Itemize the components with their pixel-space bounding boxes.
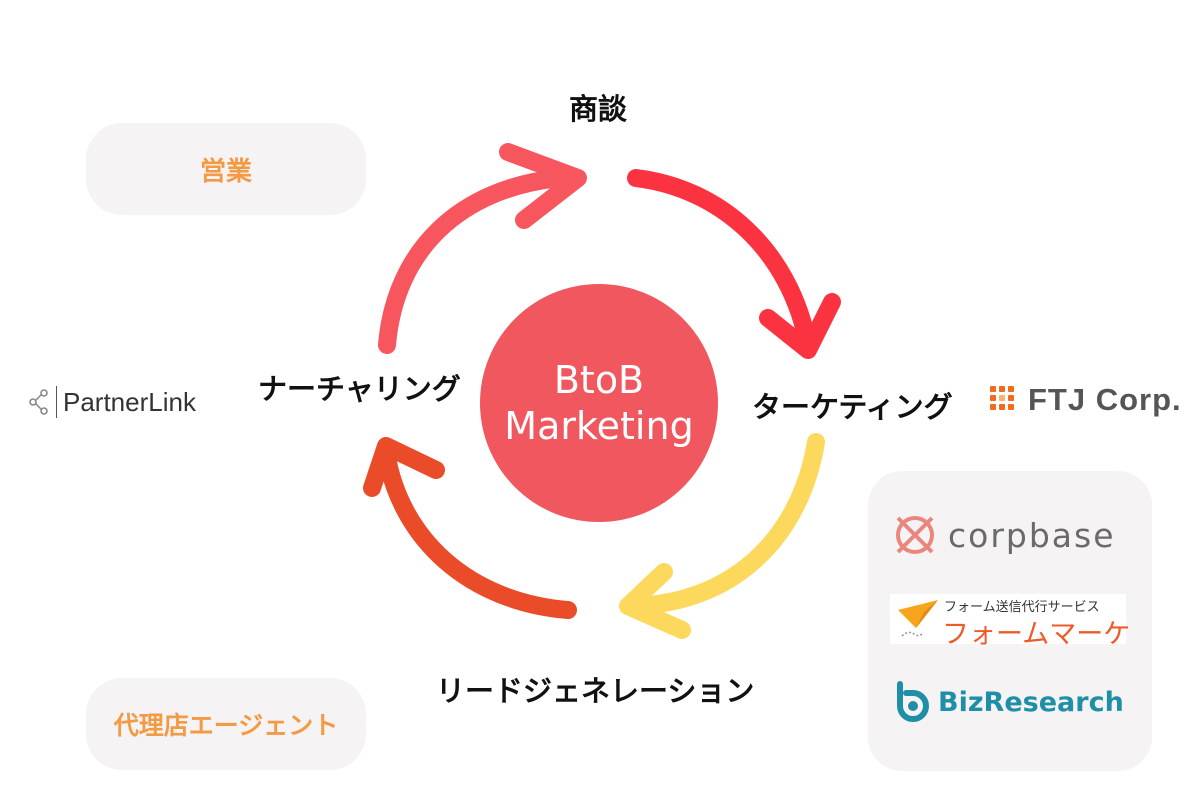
stage-targeting: ターケティング [752, 390, 953, 424]
partnerlink-name: PartnerLink [63, 386, 196, 417]
formmarke-logo: フォーム送信代行サービス フォームマーケ [890, 594, 1130, 650]
ftj-dots-icon [990, 386, 1014, 410]
center-title-line1: BtoB [553, 358, 645, 402]
bizresearch-icon [897, 681, 929, 722]
ftj-logo: FTJ Corp. [988, 380, 1182, 420]
bizresearch-logo: BizResearch [892, 680, 1124, 724]
bizresearch-name: BizResearch [938, 686, 1124, 718]
arrow-nurturing-to-negotiation [378, 143, 587, 354]
corpbase-name: corpbase [948, 515, 1116, 555]
arrow-negotiation-to-targeting [627, 169, 841, 359]
pill-agency: 代理店エージェント [86, 678, 366, 770]
stage-nurturing: ナーチャリング [258, 372, 461, 406]
center-circle: BtoB Marketing [480, 284, 718, 522]
pill-sales: 営業 [86, 123, 366, 215]
arrow-leadgen-to-nurturing [363, 437, 577, 619]
center-title-line2: Marketing [504, 404, 694, 448]
stage-lead-generation: リードジェネレーション [436, 674, 755, 708]
formmarke-name: フォームマーケ [942, 619, 1131, 650]
arrow-targeting-to-leadgen [619, 433, 825, 639]
paper-plane-icon [898, 600, 938, 637]
ftj-name: FTJ Corp. [1028, 382, 1182, 417]
stage-negotiation: 商談 [569, 92, 628, 126]
share-icon [29, 389, 48, 415]
formmarke-tagline: フォーム送信代行サービス [944, 600, 1100, 615]
partnerlink-logo: PartnerLink [28, 382, 196, 422]
corpbase-logo: corpbase [892, 512, 1116, 558]
logo-separator [56, 386, 57, 418]
corpbase-icon [896, 516, 934, 554]
